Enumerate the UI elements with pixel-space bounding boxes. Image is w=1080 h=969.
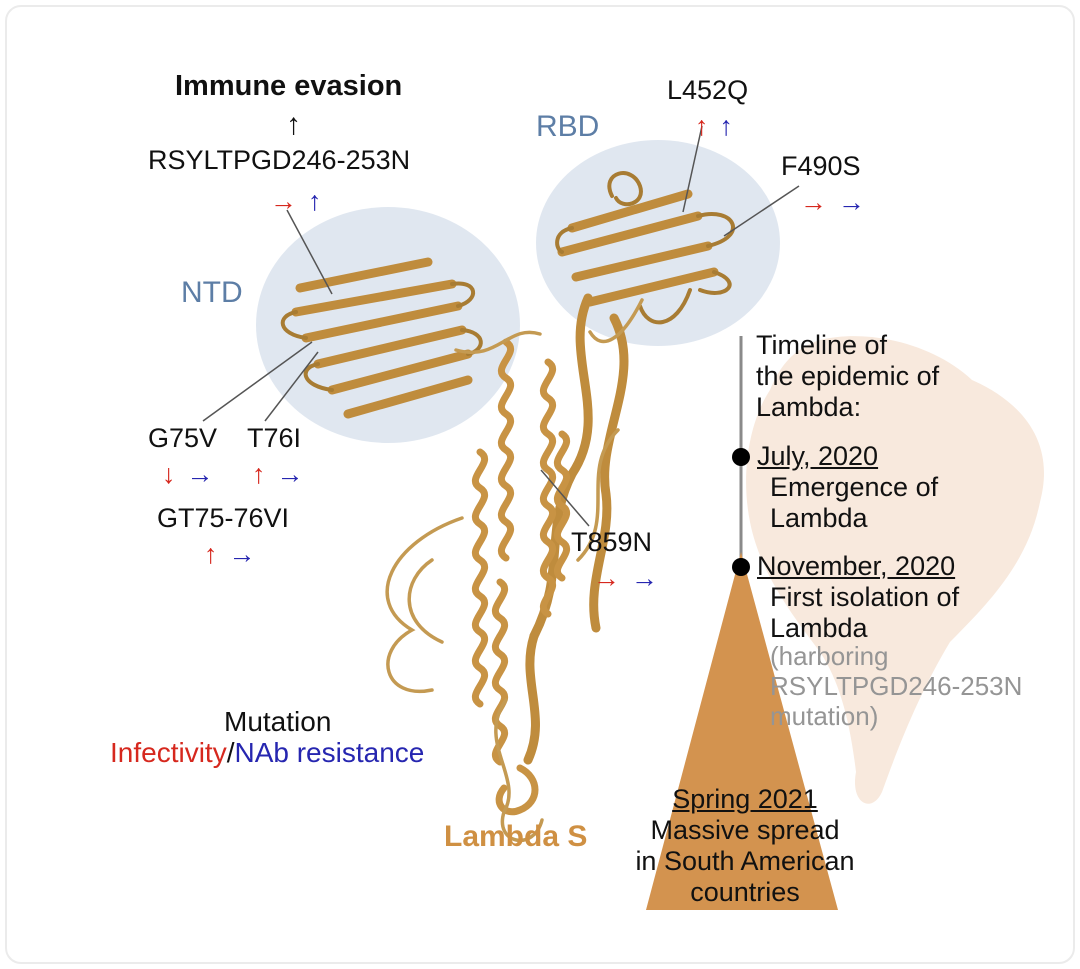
mutation-label-t859n: T859N [571,527,653,557]
nab-resistance-arrow-icon: → [276,459,304,489]
nab-resistance-arrow-icon: ↑ [719,111,734,141]
timeline-event-description: Emergence of Lambda [770,472,939,533]
mutation-arrows-l452q: ↑ ↑ [695,113,733,140]
timeline-event-date: November, 2020 [757,551,956,581]
spike-protein-ribbon [280,171,735,843]
timeline-spread-block: Spring 2021 Massive spread in South Amer… [590,784,900,908]
timeline-spread-description: Massive spread in South American countri… [635,815,855,907]
mutation-arrows-rsyltpgd: → ↑ [270,188,322,215]
legend-key: Infectivity/NAb resistance [110,737,424,769]
timeline-bullet [732,448,750,466]
immune-evasion-label: Immune evasion [175,70,403,102]
infectivity-arrow-icon: → [270,186,297,216]
timeline-spread-date: Spring 2021 [672,784,818,814]
nab-resistance-arrow-icon: → [186,459,214,489]
nab-resistance-arrow-icon: → [838,187,865,217]
infectivity-arrow-icon: ↑ [695,111,709,141]
connector-line [682,125,703,213]
ntd-label: NTD [181,276,243,309]
legend-infectivity-label: Infectivity [110,737,227,768]
timeline-event-note: (harboring RSYLTPGD246-253N mutation) [770,641,1023,731]
south-america-map [746,336,1044,804]
mutation-label-f490s: F490S [781,151,861,181]
nab-resistance-arrow-icon: → [228,539,256,569]
infectivity-arrow-icon: ↑ [252,459,266,489]
timeline-event-description: First isolation of Lambda [770,582,960,643]
connector-line [202,341,313,422]
timeline-bullet [732,558,750,576]
infectivity-arrow-icon: → [593,563,620,593]
timeline-title: Timeline of the epidemic of Lambda: [756,330,940,422]
mutation-arrows-t859n: → → [593,565,658,592]
legend-mutation-label: Mutation [224,706,332,737]
immune-evasion-arrow-icon: ↑ [286,108,301,141]
legend-separator: / [226,737,235,768]
lambda-s-label: Lambda S [444,820,588,853]
mutation-arrows-t76i: ↑ → [252,461,304,488]
nab-resistance-arrow-icon: → [631,563,658,593]
nab-resistance-arrow-icon: ↑ [308,186,322,216]
spread-triangle [646,552,838,910]
infectivity-arrow-icon: ↑ [204,539,218,569]
connector-line [540,469,590,527]
mutation-label-rsyltpgd: RSYLTPGD246-253N [148,145,411,175]
mutation-label-gt75-76vi: GT75-76VI [157,503,290,533]
rbd-highlight [536,140,780,346]
mutation-arrows-gt75-76vi: ↑ → [204,541,256,568]
mutation-arrows-g75v: ↓ → [162,461,214,488]
connector-lines [202,125,800,527]
timeline-event-date: July, 2020 [757,441,879,471]
mutation-label-t76i: T76I [247,423,302,453]
mutation-label-l452q: L452Q [667,75,749,105]
mutation-arrows-f490s: → → [800,189,865,216]
legend-nab-resistance-label: NAb resistance [234,737,425,768]
infectivity-arrow-icon: → [800,187,827,217]
mutation-label-g75v: G75V [148,423,218,453]
infectivity-arrow-icon: ↓ [162,459,176,489]
connector-line [264,351,319,422]
connector-line [286,209,333,295]
connector-line [723,185,800,237]
rbd-label: RBD [536,110,600,143]
